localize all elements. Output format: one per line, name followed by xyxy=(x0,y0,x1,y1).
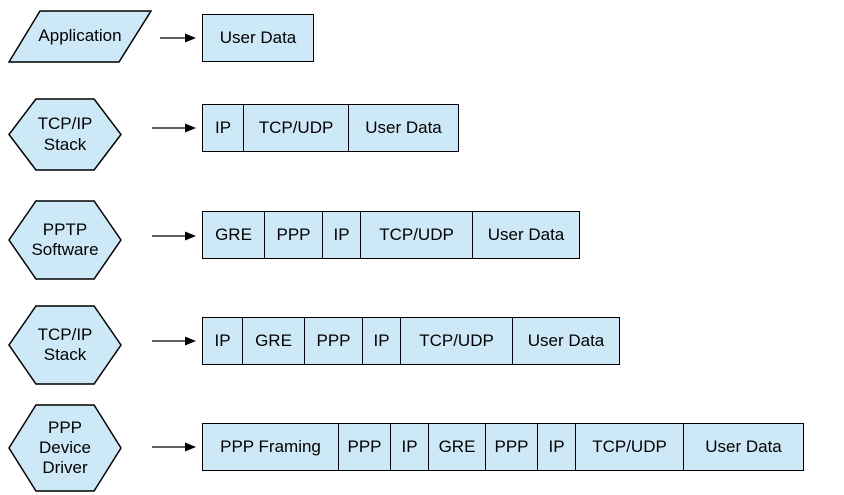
hexagon-icon xyxy=(8,98,122,171)
packet-field: IP xyxy=(323,212,361,258)
packet-field: GRE xyxy=(203,212,265,258)
layer-shape-application: Application xyxy=(8,10,152,63)
hexagon-icon xyxy=(8,200,122,280)
packet-field: TCP/UDP xyxy=(401,318,513,364)
parallelogram-icon xyxy=(8,10,152,63)
arrow-right-icon xyxy=(152,336,196,346)
packet-field: User Data xyxy=(487,225,565,244)
packet-field: PPP Framing xyxy=(203,424,339,470)
packet-field: PPP xyxy=(339,424,391,470)
hexagon-icon xyxy=(8,404,122,492)
arrow-right-icon xyxy=(152,231,196,241)
packet-field: TCP/UDP xyxy=(361,212,473,258)
packet-field: PPP xyxy=(305,318,363,364)
packet-field: User Data xyxy=(365,118,442,137)
packet-field: TCP/UDP xyxy=(576,424,684,470)
packet-field: PPP xyxy=(486,424,538,470)
packet-field: User Data xyxy=(527,331,605,350)
packet-field: TCP/UDP xyxy=(244,105,349,151)
packet-field: GRE xyxy=(429,424,486,470)
arrow-right-icon xyxy=(152,123,196,133)
packet-strip-application: User Data xyxy=(202,14,314,62)
packet-field: IP xyxy=(203,318,243,364)
arrow-right-icon xyxy=(160,33,196,43)
arrow-right-icon xyxy=(152,442,196,452)
packet-field: User Data xyxy=(219,28,297,47)
packet-field: PPP xyxy=(265,212,323,258)
packet-field: IP xyxy=(203,105,244,151)
packet-field: User Data xyxy=(705,437,782,456)
packet-field: IP xyxy=(363,318,401,364)
packet-field: GRE xyxy=(243,318,305,364)
packet-field: IP xyxy=(538,424,576,470)
packet-field: IP xyxy=(391,424,429,470)
hexagon-icon xyxy=(8,305,122,385)
